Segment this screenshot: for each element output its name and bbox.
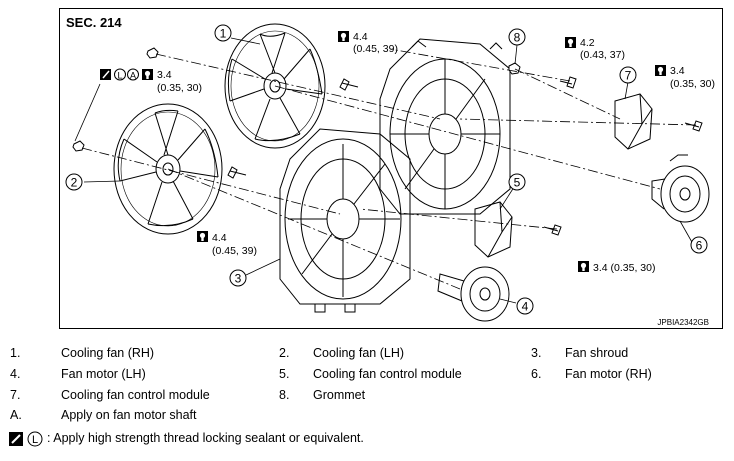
cooling-fan-lh-drawing [113,103,223,235]
callout-6: 6 [690,236,708,254]
callout-1: 1 [214,24,232,42]
svg-text:3.4 (0.35, 30): 3.4 (0.35, 30) [593,262,655,274]
assembly-lines [81,48,697,290]
torque-spec-3: 3.4 (0.35, 30) [655,65,715,90]
torque-wrench-icon [655,65,666,76]
legend-num-4: 4. [10,367,21,381]
svg-text:L: L [32,434,38,446]
torque-wrench-icon [142,69,153,80]
control-module-7-drawing [614,93,653,150]
callout-4: 4 [516,297,534,315]
fan-motor-lh-drawing [437,266,510,322]
svg-text:(0.43, 37): (0.43, 37) [580,49,625,61]
fan-motor-rh-drawing [651,154,710,223]
legend-note-a-desc: Apply on fan motor shaft [61,408,197,422]
legend-desc-5: Cooling fan control module [313,367,462,381]
section-label: SEC. 214 [66,15,122,30]
svg-text:(0.35, 30): (0.35, 30) [157,82,202,94]
svg-text:A: A [130,71,136,81]
legend-num-3: 3. [531,346,542,360]
symbol-l-icon [114,68,126,81]
sealant-symbol-icon: L [9,431,43,447]
fan-shroud-rh-drawing [379,38,511,215]
legend-desc-8: Grommet [313,388,366,402]
legend-num-8: 8. [279,388,290,402]
legend-num-7: 7. [10,388,21,402]
leader-lines [74,37,694,304]
bolts [72,47,703,236]
svg-text:4: 4 [522,300,529,314]
svg-text:8: 8 [514,31,521,45]
legend-num-5: 5. [279,367,290,381]
exploded-diagram: SEC. 214 [59,8,723,329]
legend-num-2: 2. [279,346,290,360]
callout-5: 5 [508,173,526,191]
callout-2: 2 [65,173,83,191]
legend-desc-3: Fan shroud [565,346,629,360]
torque-wrench-icon [338,31,349,42]
svg-text:4.2: 4.2 [580,37,595,49]
svg-text:3.4: 3.4 [670,65,685,77]
callout-3: 3 [229,269,247,287]
svg-text:3.4: 3.4 [157,69,172,81]
svg-text:2: 2 [71,176,78,190]
legend-num-1: 1. [10,346,21,360]
figure-code: JPBIA2342GB [657,318,709,327]
svg-text:(0.35, 30): (0.35, 30) [670,78,715,90]
legend-note-a-label: A. [10,408,22,422]
svg-text:7: 7 [625,69,632,83]
svg-text:4.4: 4.4 [212,232,227,244]
torque-spec-1: 4.4 (0.45, 39) [338,31,398,55]
svg-text:L: L [117,71,122,81]
svg-text:3: 3 [235,272,242,286]
legend-note-l-desc: : Apply high strength thread locking sea… [47,431,364,445]
symbol-a-icon [127,68,139,81]
svg-text:6: 6 [696,239,703,253]
legend-desc-1: Cooling fan (RH) [61,346,155,360]
torque-spec-2: 4.2 (0.43, 37) [565,37,625,61]
svg-text:4.4: 4.4 [353,31,368,43]
svg-text:(0.45, 39): (0.45, 39) [212,245,257,257]
fan-shroud-lh-drawing [279,128,411,313]
torque-wrench-icon [197,231,208,242]
torque-wrench-icon [565,37,576,48]
legend-desc-2: Cooling fan (LH) [313,346,405,360]
torque-spec-5: 4.4 (0.45, 39) [197,231,257,257]
legend-num-6: 6. [531,367,542,381]
torque-spec-4: L A 3.4 (0.35, 30) [100,68,202,94]
legend-desc-4: Fan motor (LH) [61,367,146,381]
callout-8: 8 [508,28,526,46]
svg-text:(0.45, 39): (0.45, 39) [353,43,398,55]
torque-wrench-icon [578,261,589,272]
cooling-fan-rh-drawing [224,23,326,149]
legend-desc-6: Fan motor (RH) [565,367,652,381]
torque-spec-6: 3.4 (0.35, 30) [578,261,655,274]
callout-7: 7 [619,66,637,84]
control-module-5-drawing [474,201,513,258]
legend-desc-7: Cooling fan control module [61,388,210,402]
svg-text:1: 1 [220,27,227,41]
svg-text:5: 5 [514,176,521,190]
